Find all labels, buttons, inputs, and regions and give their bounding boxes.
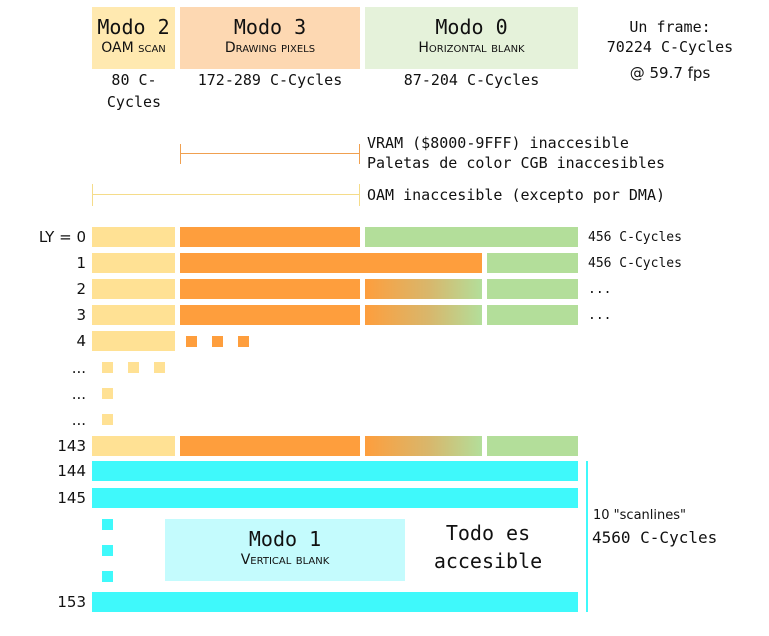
frame-label: Un frame: — [629, 18, 711, 36]
vram-bracket — [180, 144, 360, 164]
mode3-subtitle: Drawing pixels — [224, 40, 316, 56]
row-label-2: 2 — [76, 280, 86, 298]
mode3-cycles: 172-289 C-Cycles — [197, 71, 343, 89]
mode3-title: Modo 3 — [233, 15, 307, 39]
row-label-ellipsis-2: ... — [71, 385, 86, 403]
row-label-145: 145 — [57, 489, 86, 507]
mode1-subtitle: Vertical blank — [240, 552, 330, 568]
ellipsis2-dot — [102, 388, 113, 399]
row2-mode3 — [180, 279, 360, 299]
row1-mode0 — [487, 253, 578, 273]
mode2-cycles: 80 C-Cycles — [106, 71, 162, 111]
palettes-note: Paletas de color CGB inaccesibles — [367, 154, 666, 172]
vblank-bracket — [586, 461, 588, 612]
mode2-subtitle: OAM scan — [101, 40, 166, 56]
vblank-lines-note: 10 "scanlines" — [593, 508, 686, 523]
row4-mode2 — [92, 331, 175, 351]
row143-mode3 — [180, 436, 360, 456]
all-accessible-line1: Todo es — [445, 521, 531, 545]
all-accessible-line2: accesible — [433, 549, 543, 573]
vram-note: VRAM ($8000-9FFF) inaccesible — [367, 134, 629, 152]
row-label-3: 3 — [76, 306, 86, 324]
row3-note: ... — [588, 308, 612, 323]
row2-mode2 — [92, 279, 175, 299]
row1-mode2 — [92, 253, 175, 273]
ellipsis1-dot-3 — [154, 362, 165, 373]
row4-dot-1 — [186, 336, 197, 347]
vblank-cycles-note: 4560 C-Cycles — [592, 528, 718, 547]
row-label-4: 4 — [76, 332, 86, 350]
row144-vblank — [92, 461, 578, 481]
row4-dot-2 — [212, 336, 223, 347]
mode0-subtitle: Horizontal blank — [418, 40, 525, 56]
vblank-dot-2 — [102, 545, 113, 556]
row1-note: 456 C-Cycles — [588, 256, 682, 271]
mode1-title: Modo 1 — [248, 527, 322, 551]
row145-vblank — [92, 488, 578, 508]
row2-mode0 — [487, 279, 578, 299]
mode2-header: Modo 2 OAM scan — [92, 7, 175, 69]
vblank-dot-1 — [102, 519, 113, 530]
row0-note: 456 C-Cycles — [588, 230, 682, 245]
frame-rate: @ 59.7 fps — [629, 64, 711, 82]
mode0-cycles: 87-204 C-Cycles — [403, 71, 540, 89]
row1-mode3 — [180, 253, 482, 273]
oam-bracket — [92, 184, 360, 206]
row3-mode2 — [92, 305, 175, 325]
row3-mode3 — [180, 305, 360, 325]
row-label-ellipsis-3: ... — [71, 411, 86, 429]
row-label-ellipsis-1: ... — [71, 359, 86, 377]
mode1-header: Modo 1 Vertical blank — [165, 519, 405, 581]
mode0-header: Modo 0 Horizontal blank — [365, 7, 578, 69]
row3-mode0 — [487, 305, 578, 325]
row-label-1: 1 — [76, 254, 86, 272]
ellipsis1-dot-2 — [128, 362, 139, 373]
row0-mode0 — [365, 227, 578, 247]
vblank-dot-3 — [102, 571, 113, 582]
ellipsis1-dot-1 — [102, 362, 113, 373]
oam-note: OAM inaccesible (excepto por DMA) — [367, 186, 666, 204]
frame-cycles: 70224 C-Cycles — [606, 38, 734, 56]
row-label-ly0: LY = 0 — [38, 228, 86, 246]
row2-variable — [365, 279, 482, 299]
mode0-title: Modo 0 — [435, 15, 508, 39]
row3-variable — [365, 305, 482, 325]
row-label-153: 153 — [57, 593, 86, 611]
row143-variable — [365, 436, 482, 456]
row-label-143: 143 — [57, 437, 86, 455]
row2-note: ... — [588, 282, 612, 297]
ellipsis3-dot — [102, 414, 113, 425]
mode3-header: Modo 3 Drawing pixels — [180, 7, 360, 69]
row4-dot-3 — [238, 336, 249, 347]
row153-vblank — [92, 592, 578, 612]
row0-mode3 — [180, 227, 360, 247]
row-label-144: 144 — [57, 462, 86, 480]
mode2-title: Modo 2 — [97, 15, 170, 39]
row143-mode2 — [92, 436, 175, 456]
row0-mode2 — [92, 227, 175, 247]
row143-mode0 — [487, 436, 578, 456]
